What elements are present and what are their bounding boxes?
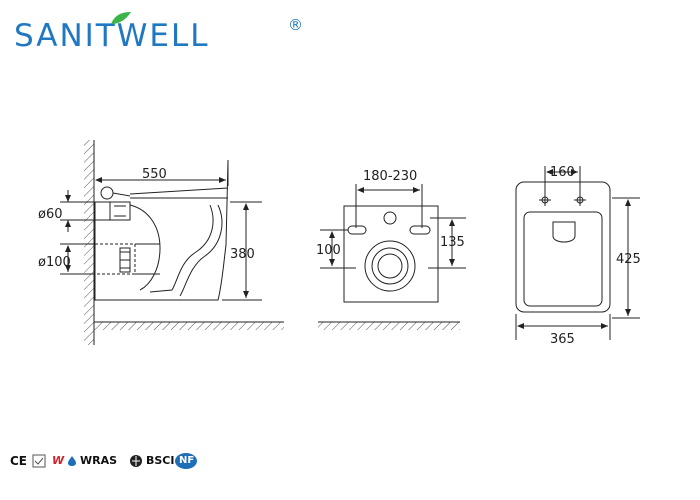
- dim-depth-label: 425: [616, 252, 641, 267]
- dim-hole-spacing-label: 160: [550, 165, 575, 180]
- dim-lower-height-label: 100: [316, 243, 341, 258]
- bsci-globe-icon: [130, 455, 142, 467]
- dim-length-label: 550: [142, 167, 167, 182]
- nf-logo: NF: [179, 455, 195, 466]
- dim-height-label: 380: [230, 247, 255, 262]
- w-logo: W: [52, 454, 65, 467]
- dim-inlet-label: ø60: [38, 207, 63, 222]
- bsci-logo: BSCI: [146, 454, 175, 467]
- wras-logo: WRAS: [80, 454, 118, 467]
- dim-upper-height-label: 135: [440, 235, 465, 250]
- ce-logo: CE: [10, 454, 28, 468]
- brand-name: SANITWELL: [14, 18, 210, 54]
- watermark-cert-icon: [32, 454, 46, 468]
- leaf-icon: [111, 12, 131, 24]
- dim-bolt-spacing-label: 180-230: [363, 169, 417, 184]
- side-view: [60, 140, 284, 345]
- front-view: [318, 184, 466, 330]
- nf-badge-icon: [175, 453, 197, 469]
- water-drop-icon: [68, 456, 76, 466]
- registered-mark: ®: [288, 16, 303, 34]
- dim-width-label: 365: [550, 332, 575, 347]
- brand-logo: SANITWELL: [14, 12, 210, 60]
- dim-outlet-label: ø100: [38, 255, 71, 270]
- top-view: [515, 166, 640, 340]
